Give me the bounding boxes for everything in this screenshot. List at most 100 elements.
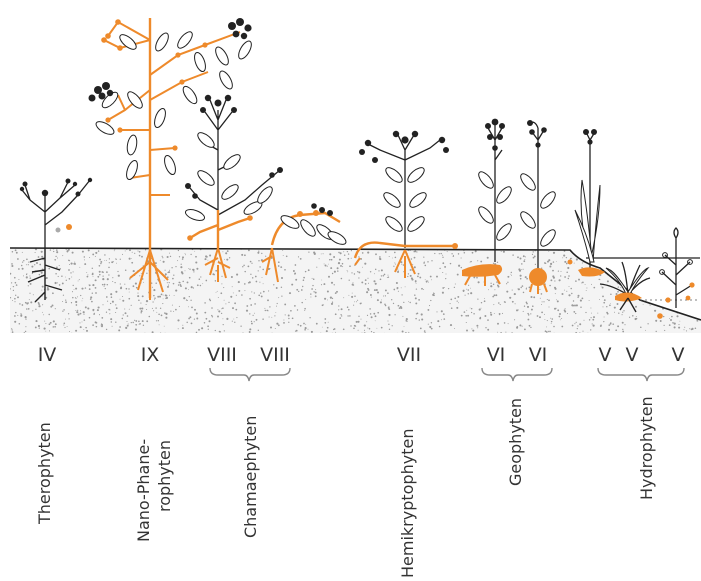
soil-speckle: [256, 281, 258, 283]
soil-speckle: [100, 263, 101, 264]
soil-speckle: [241, 294, 243, 296]
soil-speckle: [259, 266, 260, 267]
soil-speckle: [24, 332, 25, 333]
soil-speckle: [30, 301, 32, 303]
soil-speckle: [135, 320, 137, 322]
soil-speckle: [484, 315, 486, 317]
soil-speckle: [129, 258, 131, 260]
soil-speckle: [74, 289, 75, 290]
soil-speckle: [514, 319, 515, 320]
soil-speckle: [112, 301, 114, 303]
soil-speckle: [331, 282, 333, 284]
soil-speckle: [182, 256, 184, 258]
soil-speckle: [464, 252, 466, 254]
soil-speckle: [295, 279, 297, 281]
soil-speckle: [645, 286, 647, 288]
soil-speckle: [14, 301, 15, 302]
soil-speckle: [590, 308, 591, 309]
soil-speckle: [351, 258, 352, 259]
soil-speckle: [419, 277, 421, 279]
soil-speckle: [90, 296, 92, 298]
soil-speckle: [408, 273, 409, 274]
soil-speckle: [82, 251, 84, 253]
soil-speckle: [603, 321, 604, 322]
soil-speckle: [371, 331, 372, 332]
soil-speckle: [95, 256, 96, 257]
soil-speckle: [357, 300, 358, 301]
soil-speckle: [450, 299, 452, 301]
soil-speckle: [647, 265, 649, 267]
soil-speckle: [694, 303, 695, 304]
soil-speckle: [493, 304, 494, 305]
soil-speckle: [332, 273, 333, 274]
soil-speckle: [553, 252, 555, 254]
soil-speckle: [95, 279, 97, 281]
soil-speckle: [347, 258, 349, 260]
soil-speckle: [367, 288, 369, 290]
soil-speckle: [221, 276, 222, 277]
soil-speckle: [698, 277, 700, 279]
soil-speckle: [288, 315, 290, 317]
soil-speckle: [532, 305, 534, 307]
soil-speckle: [131, 322, 132, 323]
soil-speckle: [388, 324, 389, 325]
soil-speckle: [481, 308, 482, 309]
soil-speckle: [55, 323, 57, 325]
soil-speckle: [167, 276, 169, 278]
soil-speckle: [553, 261, 554, 262]
soil-speckle: [521, 263, 523, 265]
soil-speckle: [410, 275, 412, 277]
soil-speckle: [25, 318, 26, 319]
soil-speckle: [523, 255, 525, 257]
soil-speckle: [42, 286, 44, 288]
soil-speckle: [125, 245, 127, 247]
soil-speckle: [55, 308, 56, 309]
soil-speckle: [573, 300, 574, 301]
soil-speckle: [120, 286, 122, 288]
soil-speckle: [696, 299, 697, 300]
soil-speckle: [429, 305, 430, 306]
soil-speckle: [476, 277, 478, 279]
soil-speckle: [547, 320, 548, 321]
soil-speckle: [669, 324, 671, 326]
soil-speckle: [472, 330, 474, 332]
soil-speckle: [295, 330, 296, 331]
soil-speckle: [41, 290, 42, 291]
soil-speckle: [470, 308, 471, 309]
soil-speckle: [126, 333, 127, 334]
soil-speckle: [185, 253, 186, 254]
soil-speckle: [466, 289, 467, 290]
soil-speckle: [92, 324, 94, 326]
soil-speckle: [64, 327, 65, 328]
soil-speckle: [278, 324, 280, 326]
soil-speckle: [197, 284, 199, 286]
soil-speckle: [236, 274, 238, 276]
soil-speckle: [442, 272, 443, 273]
soil-speckle: [177, 319, 179, 321]
soil-speckle: [392, 258, 393, 259]
soil-speckle: [451, 307, 453, 309]
soil-speckle: [82, 321, 83, 322]
soil-speckle: [152, 331, 154, 333]
roman-vi-b: VI: [529, 344, 548, 366]
soil-speckle: [457, 274, 459, 276]
soil-speckle: [327, 290, 329, 292]
soil-speckle: [566, 291, 567, 292]
soil-speckle: [337, 270, 338, 271]
soil-speckle: [511, 332, 513, 334]
soil-speckle: [466, 322, 467, 323]
soil-speckle: [38, 325, 40, 327]
soil-speckle: [298, 256, 299, 257]
soil-speckle: [99, 274, 101, 276]
soil-speckle: [140, 303, 141, 304]
soil-speckle: [364, 325, 366, 327]
soil-speckle: [278, 297, 279, 298]
soil-speckle: [620, 287, 621, 288]
soil-speckle: [262, 269, 264, 271]
soil-speckle: [647, 261, 649, 263]
soil-speckle: [303, 277, 305, 279]
soil-speckle: [602, 306, 603, 307]
soil-speckle: [605, 253, 606, 254]
soil-speckle: [574, 263, 575, 264]
soil-speckle: [56, 251, 58, 253]
